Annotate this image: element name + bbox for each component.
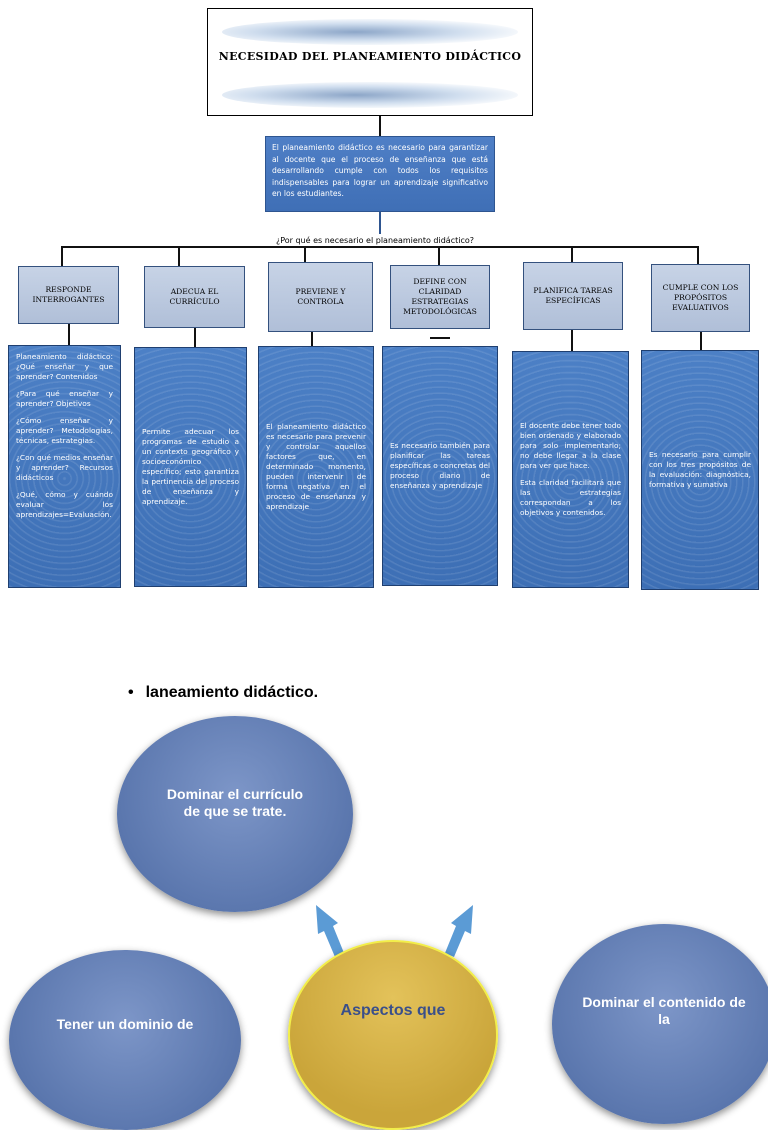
arrows-layer (316, 905, 473, 957)
circle-center-text: Aspectos que (340, 1002, 446, 1019)
connector-line (68, 324, 70, 346)
circle-right-text: Dominar el contenido de la (582, 994, 746, 1027)
body-responde-interrogantes: Planeamiento didáctico: ¿Qué enseñar y q… (8, 345, 121, 588)
watercolor-decoration (222, 82, 518, 108)
connector-line (571, 246, 573, 262)
heading-planifica-tareas: PLANIFICA TAREAS ESPECÍFICAS (523, 262, 623, 330)
body-paragraph: El docente debe tener todo bien ordenado… (520, 421, 621, 470)
connector-line (61, 246, 63, 266)
body-paragraph: Es necesario para cumplir con los tres p… (649, 450, 751, 489)
connector-line (194, 328, 196, 348)
arrow-up-right-icon (445, 905, 473, 957)
central-question: ¿Por qué es necesario el planeamiento di… (275, 236, 475, 245)
connector-line (304, 246, 306, 262)
branch-line (61, 246, 699, 248)
connector-line (379, 116, 381, 136)
body-paragraph: Es necesario también para planificar las… (390, 441, 490, 490)
body-adecua-curriculo: Permite adecuar los programas de estudio… (134, 347, 247, 587)
body-paragraph: Permite adecuar los programas de estudio… (142, 427, 239, 506)
circle-left-text: Tener un dominio de (56, 1016, 194, 1032)
circle-top: Dominar el currículo de que se trate. (117, 716, 353, 912)
bullet-text: laneamiento didáctico. (145, 684, 319, 701)
body-paragraph: ¿Qué, cómo y cuándo evaluar los aprendiz… (16, 490, 113, 519)
connector-line (571, 330, 573, 352)
circle-right: Dominar el contenido de la (552, 924, 768, 1124)
heading-previene-controla: PREVIENE Y CONTROLA (268, 262, 373, 332)
diagram-title: NECESIDAD DEL PLANEAMIENTO DIDÁCTICO (208, 45, 532, 69)
circle-top-text: Dominar el currículo de que se trate. (166, 786, 304, 819)
body-define-estrategias: Es necesario también para planificar las… (382, 346, 498, 586)
body-paragraph: Esta claridad facilitará que las estrate… (520, 478, 621, 517)
connector-line (430, 337, 450, 339)
connector-line (178, 246, 180, 266)
connector-line (311, 332, 313, 347)
body-cumple-propositos: Es necesario para cumplir con los tres p… (641, 350, 759, 590)
heading-adecua-curriculo: ADECUA EL CURRÍCULO (144, 266, 245, 328)
bullet-dot-icon: • (128, 684, 134, 701)
connector-line (697, 246, 699, 264)
connector-line (438, 246, 440, 265)
arrow-up-left-icon (316, 905, 344, 957)
circle-left: Tener un dominio de (9, 950, 241, 1130)
body-planifica-tareas: El docente debe tener todo bien ordenado… (512, 351, 629, 588)
bullet-heading: • laneamiento didáctico. (128, 684, 318, 702)
body-paragraph: ¿Cómo enseñar y aprender? Metodologías, … (16, 416, 113, 445)
body-paragraph: El planeamiento didáctico es necesario p… (266, 422, 366, 511)
body-paragraph: ¿Con qué medios enseñar y aprender? Recu… (16, 453, 113, 482)
title-frame: NECESIDAD DEL PLANEAMIENTO DIDÁCTICO (207, 8, 533, 116)
body-paragraph: ¿Para qué enseñar y aprender? Objetivos (16, 389, 113, 408)
connector-line (700, 332, 702, 350)
connector-line (379, 212, 381, 234)
definition-box: El planeamiento didáctico es necesario p… (265, 136, 495, 212)
heading-cumple-propositos: CUMPLE CON LOS PROPÓSITOS EVALUATIVOS (651, 264, 750, 332)
body-previene-controla: El planeamiento didáctico es necesario p… (258, 346, 374, 588)
circle-center: Aspectos que (288, 940, 498, 1130)
body-paragraph: Planeamiento didáctico: ¿Qué enseñar y q… (16, 352, 113, 381)
heading-responde-interrogantes: RESPONDE INTERROGANTES (18, 266, 119, 324)
watercolor-decoration (222, 19, 518, 45)
heading-define-estrategias: DEFINE CON CLARIDAD ESTRATEGIAS METODOLÓ… (390, 265, 490, 329)
